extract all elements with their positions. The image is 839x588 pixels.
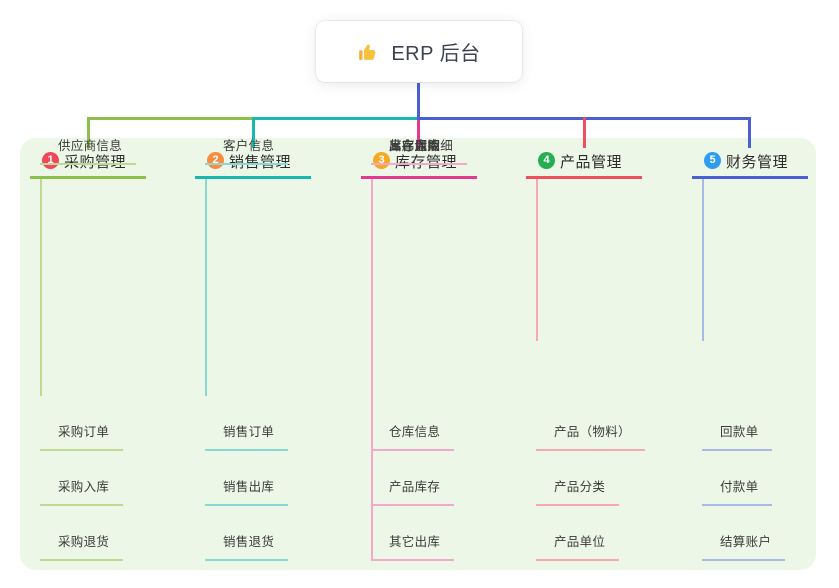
branch-product: 4 产品管理 产品（物料） 产品分类 产品单位	[526, 138, 686, 570]
child-node[interactable]: 供应商信息	[40, 138, 137, 165]
thumbs-up-icon	[357, 40, 381, 64]
child-node[interactable]: 销售退货	[205, 534, 289, 561]
child-node[interactable]: 仓库信息	[371, 424, 455, 451]
branch-underline	[361, 176, 477, 179]
child-node[interactable]: 客户信息	[205, 138, 289, 165]
child-node[interactable]: 其它出库	[371, 534, 455, 561]
branch-purchase: 1 采购管理 采购订单 采购入库 采购退货 供应商信息	[30, 138, 190, 570]
branch-label[interactable]: 产品管理	[560, 154, 623, 171]
child-node[interactable]: 采购入库	[40, 479, 124, 506]
branch-underline	[692, 176, 808, 179]
branch-underline	[195, 176, 311, 179]
branch-number-badge: 4	[538, 152, 555, 169]
root-node[interactable]: ERP 后台	[316, 21, 522, 82]
branch-sales: 2 销售管理 销售订单 销售出库 销售退货 客户信息	[195, 138, 355, 570]
child-node[interactable]: 回款单	[702, 424, 773, 451]
child-node[interactable]: 结算账户	[702, 534, 786, 561]
child-node[interactable]: 采购退货	[40, 534, 124, 561]
child-node[interactable]: 采购订单	[40, 424, 124, 451]
child-node[interactable]: 付款单	[702, 479, 773, 506]
branch-label[interactable]: 采购管理	[64, 154, 127, 171]
child-node[interactable]: 产品（物料）	[536, 424, 645, 451]
connector-branch1	[87, 117, 254, 120]
connector-drop-branch1	[87, 117, 90, 148]
branch-underline	[526, 176, 642, 179]
branches-panel	[20, 138, 816, 570]
connector-drop-branch5	[748, 117, 751, 148]
children-connector-line	[205, 179, 207, 396]
root-connector-stem	[417, 82, 420, 120]
branch-label[interactable]: 财务管理	[726, 154, 789, 171]
child-node[interactable]: 产品单位	[536, 534, 620, 561]
child-node[interactable]: 销售订单	[205, 424, 289, 451]
children-connector-line	[371, 179, 373, 561]
connector-branch2	[252, 117, 420, 120]
connector-drop-branch2	[252, 117, 255, 148]
children-connector-line	[536, 179, 538, 341]
branch-label[interactable]: 销售管理	[229, 154, 292, 171]
root-title: ERP 后台	[391, 43, 481, 65]
child-node[interactable]: 产品分类	[536, 479, 620, 506]
connector-drop-branch3	[417, 120, 420, 148]
connector-drop-branch4	[583, 117, 586, 148]
child-node[interactable]: 产品库存	[371, 479, 455, 506]
branch-underline	[30, 176, 146, 179]
branch-number-badge: 5	[704, 152, 721, 169]
branch-inventory: 3 库存管理 仓库信息 产品库存 其它出库 其它入库 库存调拨 库存盘点 出库库…	[361, 138, 521, 570]
children-connector-line	[702, 179, 704, 341]
branch-label[interactable]: 库存管理	[395, 154, 458, 171]
child-node[interactable]: 出库库明细	[371, 138, 468, 165]
branch-finance: 5 财务管理 回款单 付款单 结算账户	[692, 138, 839, 570]
children-connector-line	[40, 179, 42, 396]
child-node[interactable]: 销售出库	[205, 479, 289, 506]
